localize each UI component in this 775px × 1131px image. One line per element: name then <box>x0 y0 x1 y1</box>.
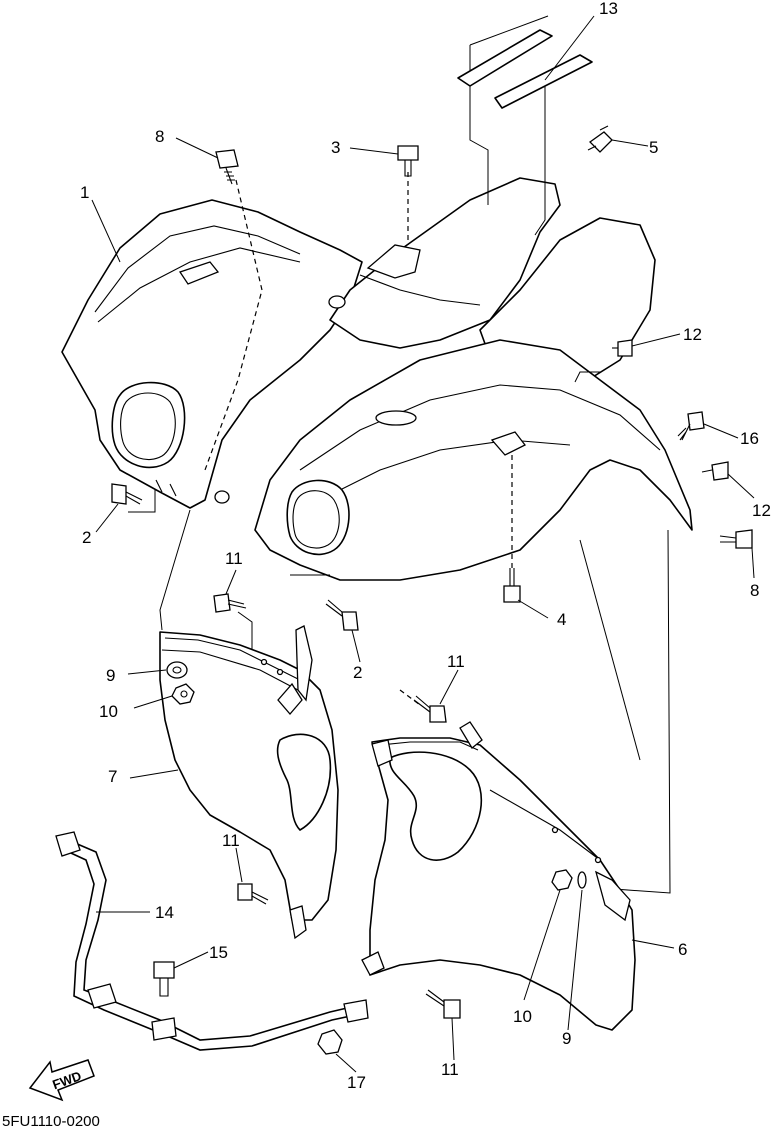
callout-2-right: 2 <box>353 663 362 682</box>
callout-2-left: 2 <box>82 528 91 547</box>
nut-part-17 <box>317 1029 343 1055</box>
callout-9-right: 9 <box>562 1029 571 1048</box>
callout-8-upper: 8 <box>155 127 164 146</box>
bolt-part-16 <box>677 411 705 441</box>
assembly-line-8 <box>204 179 263 471</box>
bolt-part-11-lower-right <box>425 989 461 1019</box>
front-fender <box>61 199 363 509</box>
callout-10-right: 10 <box>513 1007 532 1026</box>
clip-part-5 <box>587 125 613 153</box>
connection-lines <box>128 45 671 894</box>
side-panel-part-7 <box>159 625 339 940</box>
bolt-part-11-upper-left <box>213 593 247 613</box>
bolt-part-2-left <box>111 483 143 505</box>
callout-8-lower: 8 <box>750 581 759 600</box>
callout-5: 5 <box>649 138 658 157</box>
washer-part-9-right <box>577 871 587 889</box>
bolt-part-3 <box>397 145 419 177</box>
bolt-part-11-upper-right <box>413 695 447 723</box>
callout-11-upper-right: 11 <box>447 652 465 671</box>
bolt-part-8-lower <box>719 529 753 549</box>
callout-1: 1 <box>80 183 89 202</box>
clip-part-12-lower <box>701 461 729 481</box>
bolt-part-8-upper <box>215 149 239 185</box>
fwd-arrow-icon: FWD <box>28 1059 95 1102</box>
washer-part-9-left <box>166 661 188 679</box>
diagram-code: 5FU1110-0200 <box>2 1113 100 1130</box>
rear-fender <box>254 217 693 581</box>
callout-16: 16 <box>740 429 759 448</box>
stay-part-14 <box>55 831 369 1051</box>
clip-part-12-upper <box>612 339 633 357</box>
callout-10-left: 10 <box>99 702 118 721</box>
callout-14: 14 <box>155 903 174 922</box>
callout-labels: 13 8 1 3 5 12 16 12 8 2 2 4 11 9 10 11 7… <box>80 0 771 1092</box>
callout-15: 15 <box>209 943 228 962</box>
bolt-part-2-right <box>325 599 359 631</box>
callout-11-lower-right: 11 <box>441 1060 459 1079</box>
callout-7: 7 <box>108 767 117 786</box>
side-panel-part-6 <box>361 721 636 1031</box>
callout-11-lower-left: 11 <box>222 831 240 850</box>
callout-12-lower: 12 <box>752 501 771 520</box>
callout-3: 3 <box>331 138 340 157</box>
callout-9-left: 9 <box>106 666 115 685</box>
callout-11-upper-left: 11 <box>225 549 243 568</box>
callout-17: 17 <box>347 1073 366 1092</box>
leader-lines <box>91 15 755 1073</box>
bolt-part-15 <box>153 961 175 997</box>
bolt-part-4 <box>503 568 521 603</box>
callout-4: 4 <box>557 610 566 629</box>
nut-part-10-right <box>551 869 573 891</box>
callout-6: 6 <box>678 940 687 959</box>
callout-12-upper: 12 <box>683 325 702 344</box>
strip-part-13 <box>457 29 593 109</box>
callout-13: 13 <box>599 0 618 18</box>
bolt-part-11-lower-left <box>237 883 269 905</box>
center-panel <box>328 177 561 349</box>
